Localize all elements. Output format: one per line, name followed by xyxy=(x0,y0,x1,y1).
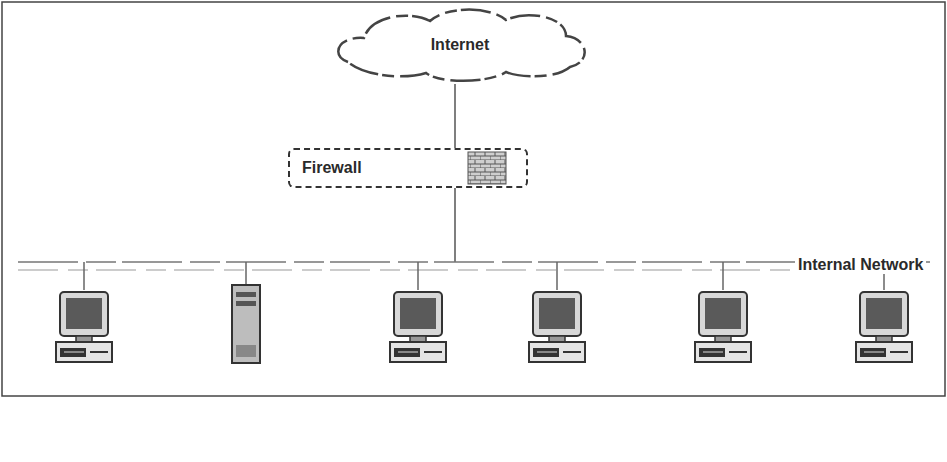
network-label: Internal Network xyxy=(795,256,926,274)
brick-wall-icon xyxy=(468,152,506,184)
computer-icon xyxy=(529,292,585,362)
computer-icon xyxy=(56,292,112,362)
firewall-box: Firewall xyxy=(288,148,528,188)
frame xyxy=(2,2,945,396)
node-label: Internet xyxy=(431,36,490,54)
connector-line xyxy=(454,84,456,148)
network-bus xyxy=(18,261,930,263)
computer-icon xyxy=(695,292,751,362)
computer-icon xyxy=(390,292,446,362)
network-bus xyxy=(18,270,790,271)
computer-icon xyxy=(856,292,912,362)
firewall-wire xyxy=(454,188,456,262)
internet-cloud: Internet xyxy=(330,6,590,84)
node-label: Firewall xyxy=(302,159,362,177)
server-tower xyxy=(232,285,260,363)
drop-wires xyxy=(84,262,884,290)
